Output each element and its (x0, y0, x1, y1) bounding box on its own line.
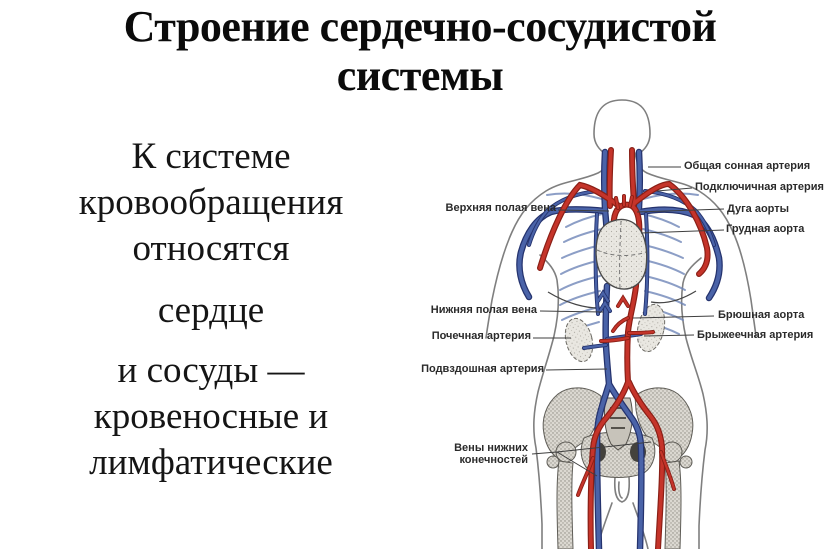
left-kidney-shape (564, 317, 594, 363)
label-superior-vena-cava: Верхняя полая вена (445, 202, 556, 214)
body-line: кровообращения (78, 182, 344, 223)
label-renal-artery: Почечная артерия (431, 330, 531, 342)
body-text: К системе кровообращения относятся сердц… (12, 134, 410, 486)
label-inferior-vena-cava: Нижняя полая вена (430, 304, 537, 316)
label-subclavian-artery: Подключичная артерия (695, 181, 824, 193)
label-mesenteric-artery: Брыжеечная артерия (697, 329, 814, 341)
body-line: К системе (131, 136, 291, 177)
body-line: относятся (132, 228, 290, 269)
label-aortic-arch: Дуга аорты (727, 203, 790, 215)
right-kidney-shape (636, 303, 666, 353)
title-line-1: Строение сердечно-сосудистой (123, 2, 717, 51)
title-line-2: системы (336, 51, 504, 100)
label-thoracic-aorta: Грудная аорта (726, 223, 805, 235)
body-line: лимфатические (89, 442, 333, 483)
heart-shape (595, 218, 648, 290)
label-connector-lines (531, 166, 725, 477)
label-common-carotid-artery: Общая сонная артерия (684, 160, 811, 172)
pelvis-bones (542, 387, 694, 549)
body-line: и сосуды — (117, 350, 305, 391)
page-title: Строение сердечно-сосудистой системы (0, 2, 840, 100)
label-abdominal-aorta: Брюшная аорта (718, 309, 805, 321)
label-iliac-artery: Подвздошная артерия (421, 363, 544, 375)
body-line: кровеносные и (93, 396, 329, 437)
anatomy-figure (485, 99, 757, 549)
body-line: сердце (157, 290, 265, 331)
label-lower-limb-veins: Вены нижних конечностей (454, 442, 528, 466)
